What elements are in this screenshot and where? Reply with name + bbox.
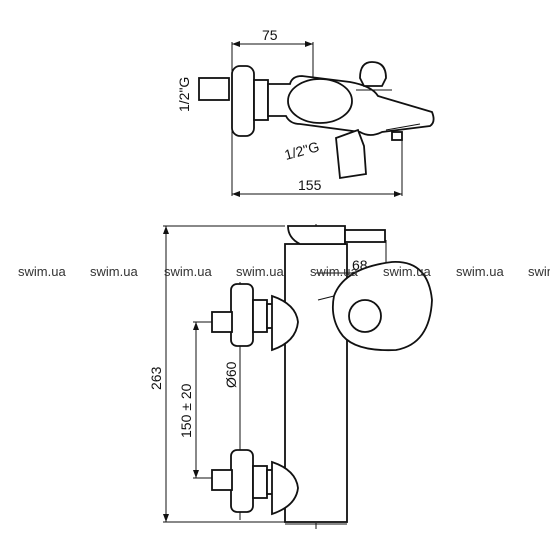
watermark-text: swim.ua [18,264,66,279]
watermark-text: swim.ua [383,264,431,279]
top-view: 75 155 1/2"G 1/2"G [176,27,435,197]
thread-left-label: 1/2"G [176,77,192,112]
watermark-text: swim.ua [236,264,284,279]
dim-diameter-label: Ø60 [223,361,239,388]
watermark-row: swim.ua swim.ua swim.ua swim.ua swim.ua … [18,264,550,279]
watermark-text: swim.ua [528,264,550,279]
dim-263-label: 263 [148,366,164,390]
watermark-text: swim.ua [456,264,504,279]
front-view: 263 150 ± 20 Ø60 68 [148,224,433,530]
watermark-text: swim.ua [310,264,358,279]
thread-bottom-label: 1/2"G [283,138,321,163]
watermark-text: swim.ua [164,264,212,279]
dim-155-label: 155 [298,177,322,193]
watermark-text: swim.ua [90,264,138,279]
dim-spacing-label: 150 ± 20 [178,383,194,438]
dim-75-label: 75 [262,27,278,43]
